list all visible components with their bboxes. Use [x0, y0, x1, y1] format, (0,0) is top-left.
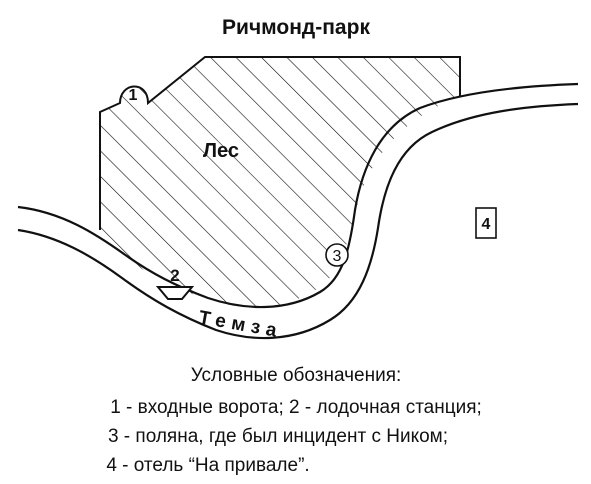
river-thames [17, 82, 579, 340]
legend-line: 1 - входные ворота; 2 - лодочная станция… [110, 397, 482, 418]
marker-clearing: 3 [325, 243, 349, 267]
marker-boat-station: 2 [155, 266, 195, 300]
legend-heading: Условные обозначения: [191, 365, 402, 386]
map-legend: Условные обозначения: 1 - входные ворота… [106, 365, 481, 476]
legend-line: 4 - отель “На привале”. [106, 455, 309, 476]
map-title: Ричмонд-парк [222, 16, 370, 39]
svg-text:3: 3 [333, 248, 342, 265]
svg-text:2: 2 [170, 266, 179, 285]
river-label: Темза [197, 307, 284, 342]
marker-hotel: 4 [475, 207, 497, 239]
legend-line: 3 - поляна, где был инцидент с Ником; [108, 426, 448, 447]
svg-text:4: 4 [482, 216, 491, 233]
forest-label: Лес [203, 140, 239, 162]
marker-entrance-gate: 1 [129, 87, 138, 104]
svg-text:1: 1 [129, 87, 138, 104]
forest-area [99, 56, 461, 308]
